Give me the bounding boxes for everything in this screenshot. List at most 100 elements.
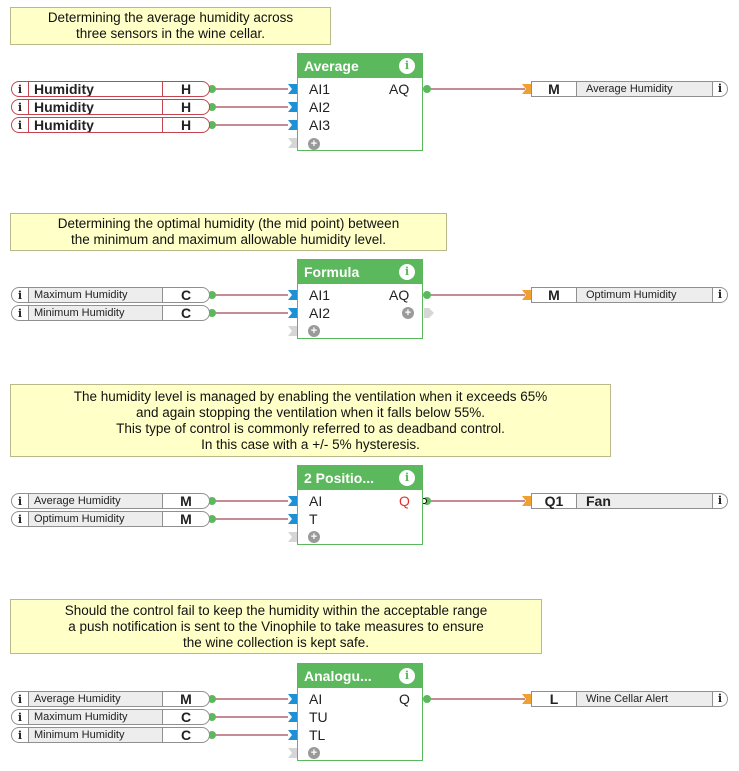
note-line: Determining the optimal humidity (the mi… <box>57 216 400 231</box>
input-type: C <box>180 709 192 725</box>
empty-input-arrow <box>288 326 297 336</box>
input-type: M <box>180 691 192 707</box>
info-icon[interactable]: i <box>17 306 23 320</box>
info-icon[interactable]: i <box>17 118 23 132</box>
info-icon[interactable]: i <box>399 58 415 74</box>
input-average-humidity[interactable]: i Average Humidity M <box>11 493 210 509</box>
output-average-humidity[interactable]: M Average Humidity i <box>531 81 728 97</box>
output-type: M <box>532 82 577 96</box>
input-arrow <box>288 712 297 722</box>
analogue-block[interactable]: Analogu... i AI TU TL Q + <box>297 663 423 761</box>
pin-label: TU <box>309 709 328 725</box>
pin-label: AI2 <box>309 305 331 321</box>
note-line: three sensors in the wine cellar. <box>75 26 266 41</box>
info-icon[interactable]: i <box>17 692 23 706</box>
average-block[interactable]: Average i AI1 AI2 AI3 AQ + <box>297 53 423 151</box>
pin-label: TL <box>309 727 326 743</box>
input-name: Minimum Humidity <box>28 728 163 742</box>
info-icon[interactable]: i <box>399 470 415 486</box>
output-name: Optimum Humidity <box>577 288 713 302</box>
output-arrow <box>522 290 531 300</box>
output-wine-cellar-alert[interactable]: L Wine Cellar Alert i <box>531 691 728 707</box>
empty-input-arrow <box>288 532 297 542</box>
note-line: Should the control fail to keep the humi… <box>64 602 488 618</box>
info-icon[interactable]: i <box>399 264 415 280</box>
input-type: C <box>180 727 192 743</box>
output-arrow <box>522 496 531 506</box>
pin-label: AQ <box>389 81 410 97</box>
add-input-icon[interactable]: + <box>308 747 320 759</box>
pin-label: T <box>309 511 318 527</box>
add-input-icon[interactable]: + <box>308 138 320 150</box>
info-icon[interactable]: i <box>717 82 723 95</box>
add-input-icon[interactable]: + <box>308 531 320 543</box>
input-humidity-2[interactable]: i Humidity H <box>11 99 210 115</box>
info-icon[interactable]: i <box>17 728 23 742</box>
block-title: Average <box>304 58 359 74</box>
input-type: M <box>180 493 192 509</box>
output-fan[interactable]: Q1 Fan i <box>531 493 728 509</box>
input-name: Maximum Humidity <box>28 710 163 724</box>
info-icon[interactable]: i <box>17 512 23 526</box>
input-name: Humidity <box>28 118 163 132</box>
empty-input-arrow <box>288 748 297 758</box>
info-icon[interactable]: i <box>17 494 23 508</box>
input-type: M <box>180 511 192 527</box>
input-maximum-humidity[interactable]: i Maximum Humidity C <box>11 287 210 303</box>
input-arrow <box>288 120 297 130</box>
input-type: H <box>180 81 192 97</box>
note-alert: Should the control fail to keep the humi… <box>10 599 542 654</box>
info-icon[interactable]: i <box>717 288 723 301</box>
input-arrow <box>288 730 297 740</box>
add-output-icon[interactable]: + <box>402 307 414 319</box>
output-name: Wine Cellar Alert <box>577 692 713 706</box>
input-name: Maximum Humidity <box>28 288 163 302</box>
output-type: L <box>532 692 577 706</box>
connector-dot <box>423 85 431 93</box>
empty-output-arrow <box>424 308 434 318</box>
input-name: Average Humidity <box>28 692 163 706</box>
input-average-humidity[interactable]: i Average Humidity M <box>11 691 210 707</box>
note-line: the minimum and maximum allowable humidi… <box>70 232 387 247</box>
input-minimum-humidity[interactable]: i Minimum Humidity C <box>11 305 210 321</box>
pin-label: Q <box>399 493 410 509</box>
note-line: In this case with a +/- 5% hysteresis. <box>201 436 420 452</box>
two-position-block[interactable]: 2 Positio... i AI T Q + <box>297 465 423 545</box>
add-input-icon[interactable]: + <box>308 325 320 337</box>
output-optimum-humidity[interactable]: M Optimum Humidity i <box>531 287 728 303</box>
pin-label: Q <box>399 691 410 707</box>
pin-label: AI3 <box>309 117 331 133</box>
output-type: Q1 <box>532 494 577 508</box>
input-name: Optimum Humidity <box>28 512 163 526</box>
info-icon[interactable]: i <box>717 692 723 705</box>
input-minimum-humidity[interactable]: i Minimum Humidity C <box>11 727 210 743</box>
info-icon[interactable]: i <box>17 288 23 302</box>
note-average: Determining the average humidity across … <box>10 7 331 45</box>
pin-label: AQ <box>389 287 410 303</box>
input-optimum-humidity[interactable]: i Optimum Humidity M <box>11 511 210 527</box>
pin-label: AI1 <box>309 81 331 97</box>
input-humidity-1[interactable]: i Humidity H <box>11 81 210 97</box>
info-icon[interactable]: i <box>17 100 23 114</box>
formula-block[interactable]: Formula i AI1 AI2 AQ + + <box>297 259 423 339</box>
empty-input-arrow <box>288 138 297 148</box>
input-humidity-3[interactable]: i Humidity H <box>11 117 210 133</box>
block-title: 2 Positio... <box>304 470 375 486</box>
input-name: Humidity <box>28 82 163 96</box>
output-arrow <box>522 694 531 704</box>
output-type: M <box>532 288 577 302</box>
note-line: a push notification is sent to the Vinop… <box>68 618 484 634</box>
input-name: Humidity <box>28 100 163 114</box>
connector-dot <box>423 291 431 299</box>
input-arrow <box>288 694 297 704</box>
input-maximum-humidity[interactable]: i Maximum Humidity C <box>11 709 210 725</box>
input-arrow <box>288 102 297 112</box>
input-name: Average Humidity <box>28 494 163 508</box>
note-line: The humidity level is managed by enablin… <box>73 388 548 404</box>
info-icon[interactable]: i <box>17 710 23 724</box>
input-type: H <box>180 117 192 133</box>
info-icon[interactable]: i <box>717 494 723 507</box>
info-icon[interactable]: i <box>399 668 415 684</box>
info-icon[interactable]: i <box>17 82 23 96</box>
input-type: H <box>180 99 192 115</box>
